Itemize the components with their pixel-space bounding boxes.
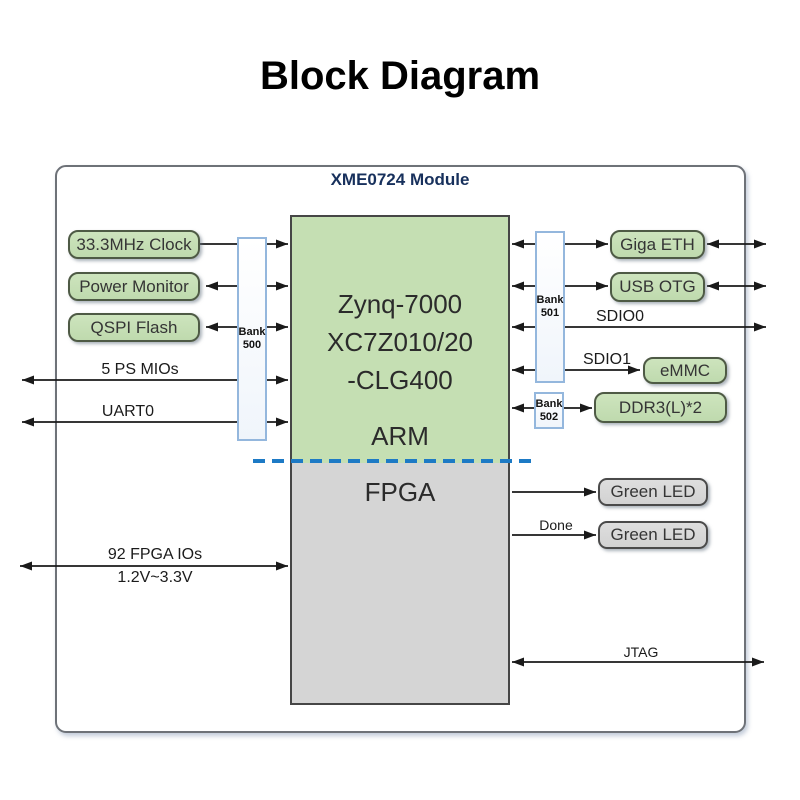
green-led-2-label: Green LED	[610, 525, 696, 544]
green-led-1-block: Green LED	[598, 478, 708, 506]
qspi-flash-block: QSPI Flash	[68, 313, 200, 342]
ddr3-block: DDR3(L)*2	[594, 392, 727, 423]
bank-502-block: Bank 502	[534, 392, 564, 429]
emmc-label: eMMC	[659, 360, 711, 380]
bank-500-line2: 500	[242, 339, 262, 351]
ps-mios-label: 5 PS MIOs	[101, 361, 179, 378]
bank-501-line2: 501	[540, 307, 560, 319]
clock-label: 33.3MHz Clock	[76, 234, 192, 254]
usb-otg-block: USB OTG	[610, 272, 705, 302]
soc-arm-region	[292, 217, 508, 463]
module-title: XME0724 Module	[330, 170, 470, 189]
fpga-ios-label-line1: 92 FPGA IOs	[107, 546, 203, 563]
green-led-1-label: Green LED	[610, 482, 696, 501]
giga-eth-block: Giga ETH	[610, 230, 705, 259]
soc-name-line2: XC7Z010/20	[327, 327, 473, 357]
arm-fpga-divider	[253, 459, 537, 463]
giga-eth-label: Giga ETH	[620, 234, 695, 254]
bank-502-line1: Bank	[535, 397, 563, 410]
soc-name-line3: -CLG400	[347, 365, 453, 395]
soc-arm-label: ARM	[371, 421, 429, 451]
soc-fpga-label: FPGA	[364, 477, 436, 507]
usb-otg-label: USB OTG	[619, 277, 696, 296]
bank-501-block: Bank 501	[535, 231, 565, 383]
power-monitor-block: Power Monitor	[68, 272, 200, 301]
power-monitor-label: Power Monitor	[79, 276, 189, 296]
soc-name-line1: Zynq-7000	[337, 289, 463, 319]
page-title: Block Diagram	[259, 54, 541, 98]
sdio0-label: SDIO0	[595, 308, 645, 325]
done-label: Done	[539, 517, 573, 533]
bank-500-block: Bank 500	[237, 237, 267, 441]
jtag-label: JTAG	[623, 644, 659, 660]
emmc-block: eMMC	[643, 357, 727, 384]
bank-501-line1: Bank	[536, 294, 564, 306]
uart0-label: UART0	[101, 403, 155, 420]
bank-500-line1: Bank	[238, 326, 266, 338]
clock-block: 33.3MHz Clock	[68, 230, 200, 259]
bank-502-line2: 502	[539, 410, 559, 423]
green-led-2-block: Green LED	[598, 521, 708, 549]
fpga-ios-label-line2: 1.2V~3.3V	[117, 569, 193, 586]
ddr3-label: DDR3(L)*2	[618, 397, 703, 417]
sdio1-label: SDIO1	[582, 351, 632, 368]
qspi-flash-label: QSPI Flash	[90, 317, 178, 337]
